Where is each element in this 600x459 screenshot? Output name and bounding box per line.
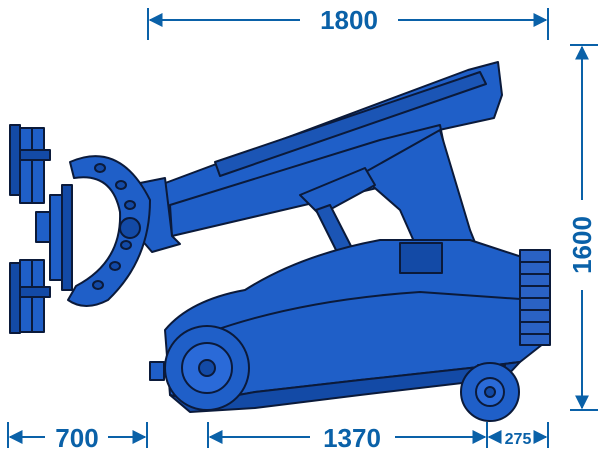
dimension-lines (7, 8, 598, 448)
chassis-body (164, 239, 549, 403)
vacuum-lifting-head (9, 124, 73, 334)
machine-illustration (9, 61, 551, 422)
lift-arm (299, 167, 376, 216)
boom-cylinder (214, 71, 487, 177)
rear-caster-wheel (460, 362, 520, 422)
overall-length-label: 1800 (320, 5, 378, 35)
wheelbase-label: 1370 (323, 423, 381, 453)
body-panel-line (209, 291, 536, 333)
overall-height-label: 1600 (567, 216, 597, 274)
side-hatch (399, 242, 443, 274)
front-bumper (149, 361, 165, 381)
rotation-ring (67, 155, 151, 307)
front-wheel (164, 325, 250, 411)
rear-overhang-label: 275 (505, 431, 532, 448)
front-overhang-label: 700 (55, 423, 98, 453)
rear-grille (519, 249, 551, 346)
